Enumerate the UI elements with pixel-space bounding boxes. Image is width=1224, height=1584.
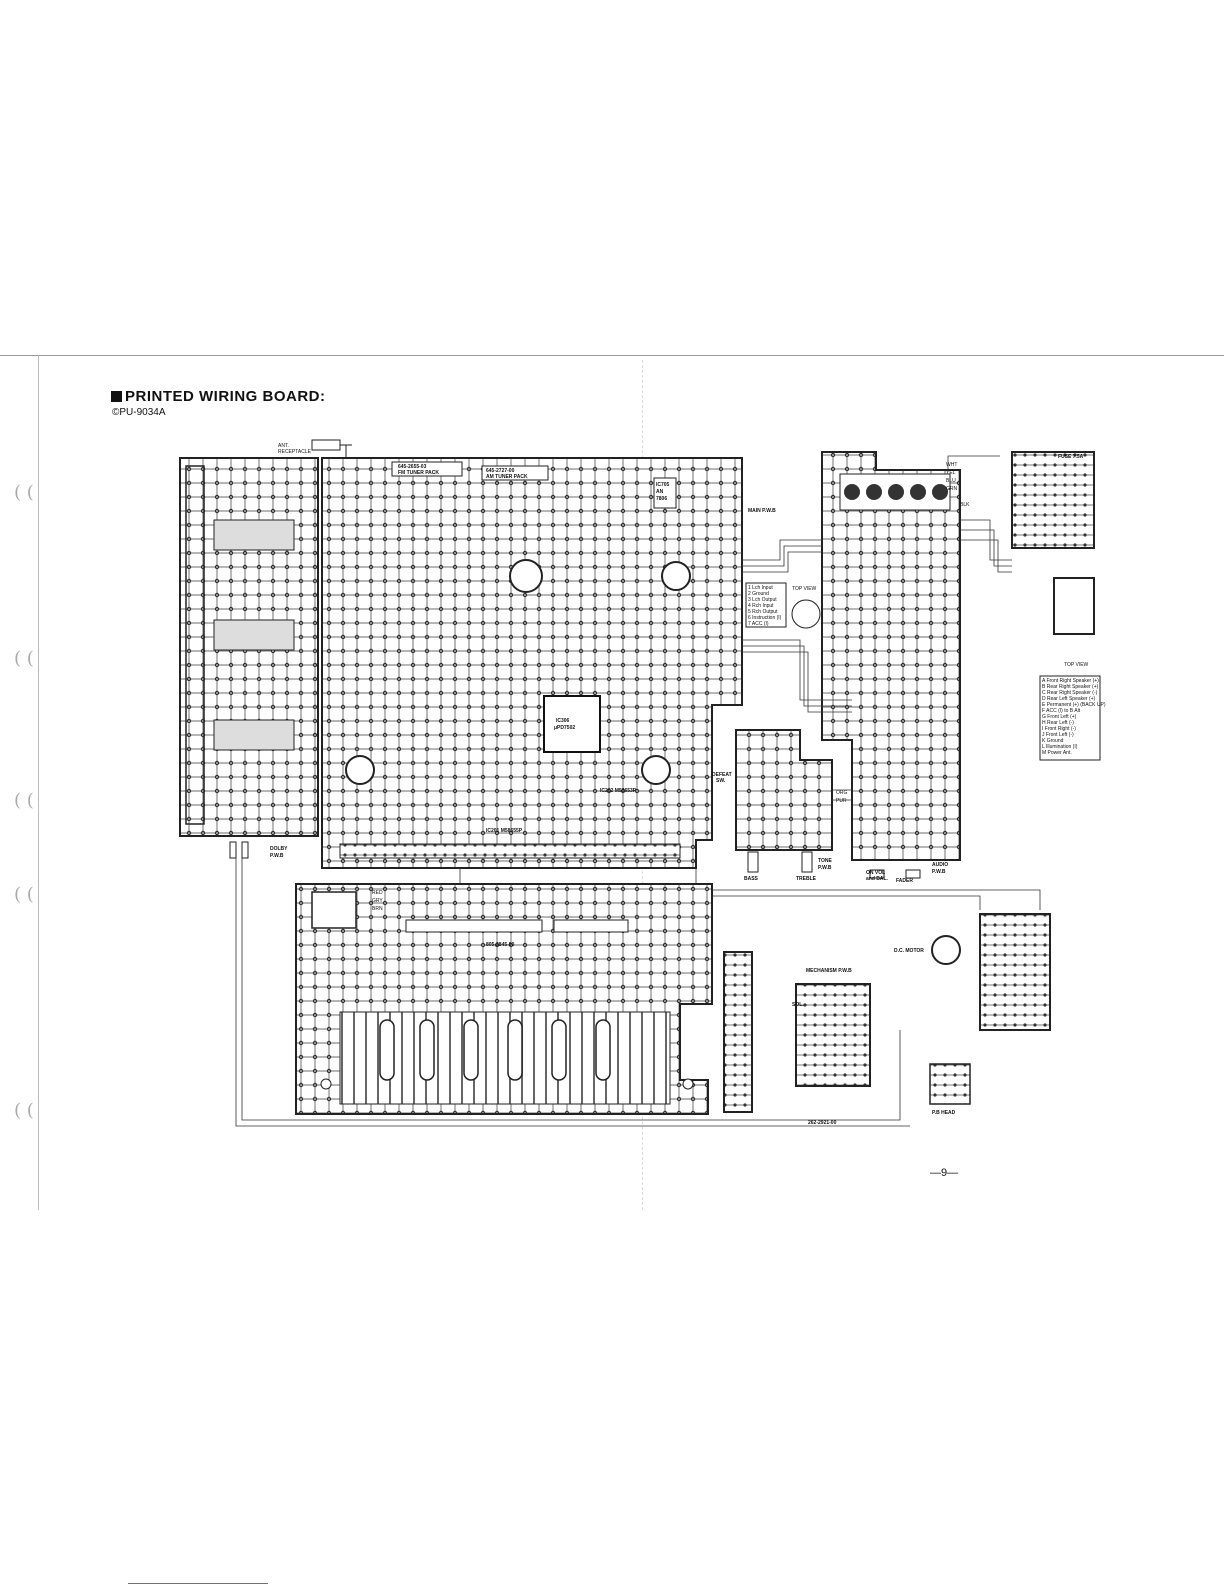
fm-tuner-pack-code: 645-2655-03: [398, 464, 427, 470]
pin-row: 7 ACC (I): [748, 621, 769, 627]
ic306-chip: [543, 695, 601, 753]
on-vol-label: ON VOL: [866, 870, 885, 876]
mechanism-board-label: MECHANISM P.W.B: [806, 968, 852, 974]
wire-color-tag: PUR: [836, 798, 847, 804]
pin-row: D Rear Left Speaker (+): [1042, 696, 1096, 702]
binder-hole-mark: ( (: [14, 790, 34, 811]
main-board: 645-2655-03 FM TUNER PACK 645-2727-00 AM…: [321, 457, 776, 869]
mounting-hole: [345, 755, 375, 785]
pin-row: 4 Rch Input: [748, 603, 774, 609]
am-tuner-pack-label: AM TUNER PACK: [486, 474, 528, 480]
tone-board-label: P.W.B: [818, 865, 832, 871]
board-model: ©PU-9034A: [112, 407, 166, 418]
treble-label: TREBLE: [796, 876, 817, 882]
pb-head-label: P.B HEAD: [932, 1110, 956, 1116]
defeat-switch-label: SW.: [716, 778, 726, 784]
dc-motor: [931, 935, 961, 965]
bullet-square-icon: [111, 391, 122, 402]
antenna-receptacle-label: ANT.: [278, 443, 289, 449]
top-view-label: TOP VIEW: [1064, 662, 1089, 668]
ic705-label: 7806: [656, 496, 667, 502]
mounting-hole: [509, 559, 543, 593]
fuse-connector: FUSE 7.5A TOP VIEW: [1011, 451, 1095, 668]
ic202-label: IC202 M58653P: [600, 788, 637, 794]
dc-motor-label: D.C. MOTOR: [894, 948, 924, 954]
defeat-switch-label: DEFEAT: [712, 772, 732, 778]
pin-row: K Ground: [1042, 738, 1064, 744]
pin-row: I Front Right (-): [1042, 726, 1076, 732]
mounting-hole: [641, 755, 671, 785]
pin-row: M Power Ant.: [1042, 750, 1072, 756]
wire-color-tag: GRY: [372, 898, 383, 904]
wire-color-tag: BRN: [372, 906, 383, 912]
wire-color-tag: BLU: [946, 478, 956, 484]
ic306-label: μPD7502: [554, 725, 575, 731]
tone-board-label: TONE: [818, 858, 832, 864]
am-tuner-pack-code: 645-2727-00: [486, 468, 515, 474]
ic705-label: IC705: [656, 482, 670, 488]
page-top-edge: [0, 355, 1224, 356]
pin-row: C Rear Right Speaker (-): [1042, 690, 1098, 696]
fader-label: FADER: [896, 878, 913, 884]
wire-color-tags: RED GRY BRN WHT YEL BLU GRN BLK ORG PUR: [372, 462, 970, 912]
ic201-label: IC201 M58655P: [486, 828, 523, 834]
mechanism-code: 262-2921-00: [808, 1120, 837, 1126]
wire-color-tag: BLK: [960, 502, 970, 508]
pin-row: G Front Left (+): [1042, 714, 1077, 720]
solenoid-label: SOL.: [792, 1002, 804, 1008]
mechanism-board: MECHANISM P.W.B SOL. 262-2921-00 D.C. MO…: [723, 913, 1051, 1126]
pin-row: 3 Lch Output: [748, 597, 777, 603]
antenna-receptacle-label: RECEPTACLE: [278, 449, 312, 455]
pin-row: L Illumination (I): [1042, 744, 1078, 750]
page-number: —9—: [930, 1167, 959, 1179]
pin-row: A Front Right Speaker (+): [1042, 678, 1099, 684]
pin-row: 2 Ground: [748, 591, 769, 597]
pin-row: 5 Rch Output: [748, 609, 778, 615]
page-left-edge: [38, 355, 39, 1210]
page-title-text: PRINTED WIRING BOARD:: [125, 388, 326, 405]
pin-row: F ACC (I) to B Alt: [1042, 708, 1081, 714]
binder-hole-mark: ( (: [14, 648, 34, 669]
pin-table-small: 1 Lch Input 2 Ground 3 Lch Output 4 Rch …: [745, 582, 821, 629]
pin-row: E Permanent (+) (BACK UP): [1042, 702, 1106, 708]
dolby-board-label: DOLBY: [270, 846, 288, 852]
pin-row: J Front Left (-): [1042, 732, 1074, 738]
mounting-hole: [661, 561, 691, 591]
binder-hole-mark: ( (: [14, 1100, 34, 1121]
fuse-label: FUSE 7.5A: [1058, 454, 1084, 460]
on-vol-label: and BAL.: [866, 876, 889, 882]
din-connector: [791, 599, 821, 629]
binder-hole-mark: ( (: [14, 482, 34, 503]
page-title: PRINTED WIRING BOARD:: [111, 388, 326, 405]
main-board-label: MAIN P.W.B: [748, 508, 776, 514]
ic306-label: IC306: [556, 718, 570, 724]
top-view-label: TOP VIEW: [792, 586, 817, 592]
display-board: 805-2845-00: [295, 883, 713, 1115]
dolby-board-label: P.W.B: [270, 853, 284, 859]
audio-board: ON VOL and BAL. FADER AUDIO P.W.B: [821, 451, 961, 884]
wire-color-tag: WHT: [946, 462, 957, 468]
pin-row: H Rear Left (-): [1042, 720, 1074, 726]
binder-hole-mark: ( (: [14, 884, 34, 905]
pin-row: B Rear Right Speaker (+): [1042, 684, 1099, 690]
fm-tuner-pack-label: FM TUNER PACK: [398, 470, 439, 476]
wiring-harness: [235, 455, 1041, 1127]
wire-color-tag: GRN: [946, 486, 958, 492]
tone-board: DEFEAT SW. BASS TREBLE TONE P.W.B: [712, 729, 833, 882]
pin-row: 6 Instruction (I): [748, 615, 782, 621]
pin-row: 1 Lch Input: [748, 585, 773, 591]
dolby-board: DOLBY P.W.B: [179, 457, 319, 859]
display-board-code: 805-2845-00: [486, 942, 515, 948]
ic705-label: AN: [656, 489, 664, 495]
audio-board-label: AUDIO: [932, 862, 948, 868]
wire-color-tag: YEL: [946, 470, 956, 476]
wire-color-tag: ORG: [836, 790, 848, 796]
bass-label: BASS: [744, 876, 759, 882]
wire-color-tag: RED: [372, 890, 383, 896]
audio-board-label: P.W.B: [932, 869, 946, 875]
pin-table-large: A Front Right Speaker (+) B Rear Right S…: [1039, 675, 1106, 761]
